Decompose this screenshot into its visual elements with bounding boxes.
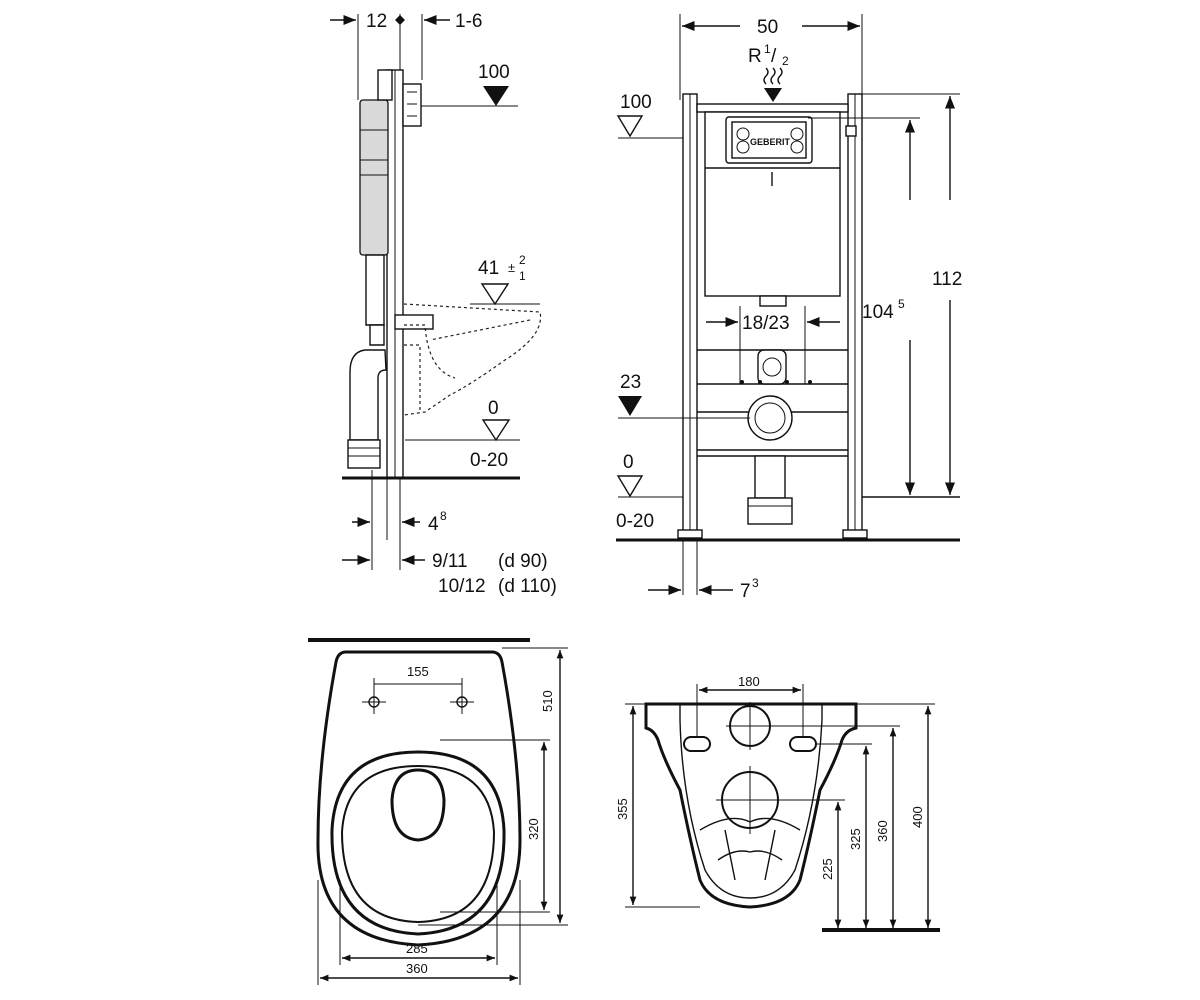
front-dim-104-5-sup: 5 [898, 297, 905, 311]
front-level-100: 100 [620, 92, 652, 113]
bowl-top-dim-360: 360 [406, 961, 428, 976]
front-view: 50 R 1 / 2 GEBERIT [616, 14, 962, 602]
front-level-0: 0 [623, 452, 634, 473]
bowl-back-dim-180: 180 [738, 674, 760, 689]
front-dim-50: 50 [757, 17, 778, 38]
side-dim-4: 4 [428, 514, 439, 535]
front-dim-18-23: 18/23 [742, 313, 790, 334]
bowl-top-view: 155 510 320 285 360 [308, 638, 568, 985]
side-dim-12: 12 [366, 11, 387, 32]
bowl-back-dim-400: 400 [910, 806, 925, 828]
svg-text:±: ± [508, 260, 515, 275]
side-pipe-d110: (d 110) [498, 576, 557, 597]
bowl-back-dim-360: 360 [875, 820, 890, 842]
front-dim-7-3-sup: 3 [752, 576, 759, 590]
side-level-41: 41 [478, 258, 499, 279]
side-dim-10-12: 10/12 [438, 576, 486, 597]
side-level-0: 0 [488, 398, 499, 419]
bowl-back-view: 180 355 225 325 360 400 [615, 674, 940, 932]
bowl-top-dim-320: 320 [526, 818, 541, 840]
bowl-back-dim-225: 225 [820, 858, 835, 880]
bowl-back-dim-355: 355 [615, 798, 630, 820]
front-brand-mark: GEBERIT [750, 137, 791, 147]
front-dim-112: 112 [932, 269, 962, 290]
svg-text:/: / [771, 46, 777, 67]
side-dim-1-6: 1-6 [455, 11, 482, 32]
bowl-top-dim-285: 285 [406, 941, 428, 956]
front-floor-range: 0-20 [616, 511, 654, 532]
front-connection-num: 1 [764, 42, 771, 56]
front-connection-den: 2 [782, 54, 789, 68]
side-dim-9-11: 9/11 [432, 551, 468, 572]
front-level-23: 23 [620, 372, 641, 393]
bowl-top-dim-510: 510 [540, 690, 555, 712]
side-floor-range: 0-20 [470, 450, 508, 471]
side-view: 12 1-6 100 [330, 11, 557, 597]
front-dim-104-5: 104 [862, 302, 894, 323]
front-dim-7-3: 7 [740, 581, 751, 602]
side-dim-4-sup: 8 [440, 509, 447, 523]
front-connection: R [748, 46, 762, 67]
side-level-41-tol-plus: 2 [519, 253, 526, 267]
side-level-41-tol-minus: 1 [519, 269, 526, 283]
side-pipe-d90: (d 90) [498, 551, 548, 572]
bowl-back-dim-325: 325 [848, 828, 863, 850]
side-level-100: 100 [478, 62, 510, 83]
bowl-top-dim-155: 155 [407, 664, 429, 679]
